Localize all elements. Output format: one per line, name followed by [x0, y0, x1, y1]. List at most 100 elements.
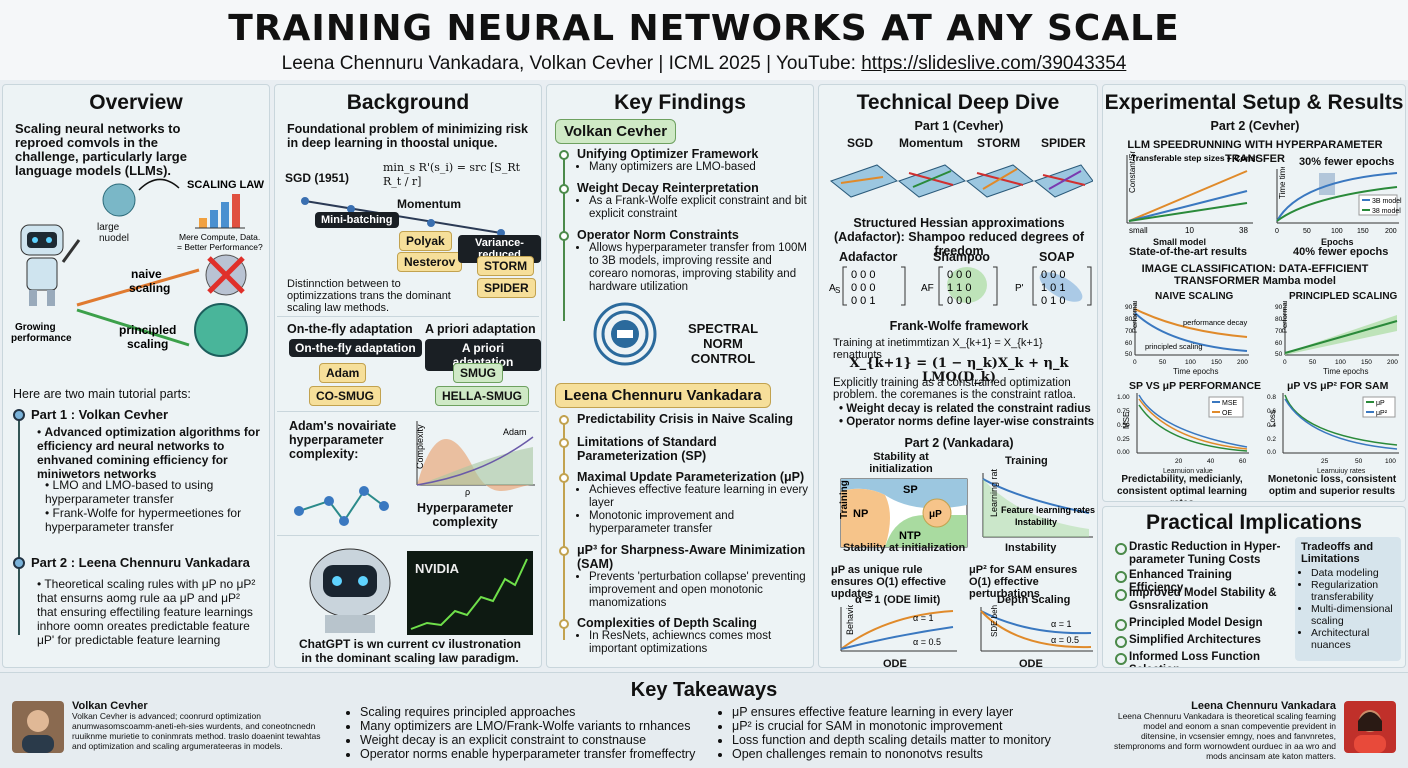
llm-transfer-chart: Transferable step sizes + Constraint rad… — [1126, 151, 1257, 235]
matrix-soap-label: SOAP — [1039, 250, 1075, 264]
youtube-link[interactable]: https://slideslive.com/39043354 — [861, 53, 1127, 74]
spectral-norm-label: SPECTRAL NORM CONTROL — [687, 321, 759, 366]
svg-text:50: 50 — [1125, 351, 1133, 358]
onfly-heading: On-the-fly adaptation — [287, 322, 413, 336]
svg-text:80: 80 — [1275, 316, 1283, 323]
svg-text:150: 150 — [1211, 359, 1222, 366]
svg-text:Behavior: Behavior — [845, 605, 855, 635]
learning-rate-chart: Learning rate Feature learning rates Ins… — [982, 469, 1095, 538]
finding-predictability: Predictability Crisis in Naive Scaling — [559, 412, 809, 426]
svg-text:150: 150 — [1361, 359, 1372, 366]
hp-complexity-label: Hyperparameter complexity — [417, 501, 513, 529]
tradeoffs-title: Tradeoffs and Limitations — [1301, 541, 1374, 565]
mup-sam-text: μP² for SAM ensures O(1) effective pertu… — [969, 564, 1078, 600]
svg-text:Constant/Small: Constant/Small — [1128, 151, 1137, 193]
ode-behavior-chart: α = 1 α = 0.5 Behavior — [840, 605, 957, 652]
fewer-40-caption: 40% fewer epochs — [1293, 246, 1389, 258]
svg-text:0: 0 — [1275, 228, 1279, 235]
takeaway-item: μP² is crucial for SAM in monotonic impr… — [732, 719, 1078, 733]
fw-weight-decay: • Weight decay is related the constraint… — [839, 403, 1091, 415]
svg-text:principled scaling: principled scaling — [1145, 342, 1203, 351]
fw-equation: X_{k+1} = (1 − η_k)X_k + η_k LMO(D_k) — [849, 356, 1069, 385]
part1-title: Part 1 : Volkan Cevher — [31, 407, 169, 422]
svg-text:0 1 0: 0 1 0 — [1041, 295, 1065, 307]
svg-text:50: 50 — [1309, 359, 1317, 366]
svg-text:60: 60 — [1125, 340, 1133, 347]
parts-timeline — [18, 415, 20, 635]
tradeoff-item: Regularization transferability — [1311, 579, 1399, 603]
svg-text:Time time: Time time — [1278, 167, 1287, 199]
svg-text:90: 90 — [1125, 304, 1133, 311]
svg-text:A: A — [829, 283, 836, 294]
takeaways-list-2: μP ensures effective feature learning in… — [718, 705, 1078, 761]
spectral-norm-icon — [593, 302, 657, 366]
svg-text:38: 38 — [1239, 226, 1248, 235]
part2-title: Part 2 : Leena Chennuru Vankadara — [31, 555, 250, 570]
svg-text:α = 0.5: α = 0.5 — [913, 637, 941, 647]
svg-text:MSE: MSE — [1222, 400, 1238, 407]
finding-operator-norm: Operator Norm Constraints Allows hyperpa… — [559, 228, 809, 294]
optimizer-timeline — [301, 197, 505, 237]
poster-title: TRAINING NEURAL NETWORKS AT ANY SCALE — [228, 8, 1180, 49]
parameterization-phase-diagram: SP NP μP NTP Training — [839, 478, 968, 548]
takeaways-title: Key Takeaways — [630, 679, 778, 701]
implications-panel: Practical Implications Drastic Reduction… — [1102, 506, 1406, 668]
naive-scaling-label: naive — [131, 267, 162, 281]
failed-network-icon — [205, 254, 247, 296]
implication-item: Simplified Architectures — [1115, 634, 1285, 648]
llm-speedrun-title: LLM SPEEDRUNNING WITH HYPERPARAMETER TRA… — [1127, 139, 1383, 165]
finding-weight-decay: Weight Decay Reinterpretation As a Frank… — [559, 181, 809, 221]
svg-text:Training: Training — [839, 480, 850, 519]
svg-text:0.00: 0.00 — [1117, 449, 1130, 456]
deepdive-part1: Part 1 (Cevher) — [914, 119, 1004, 133]
svg-text:ρ: ρ — [465, 487, 470, 497]
svg-text:nuodel: nuodel — [99, 233, 129, 244]
poster-header: TRAINING NEURAL NETWORKS AT ANY SCALE Le… — [0, 0, 1408, 80]
svg-text:Instability: Instability — [1015, 517, 1057, 527]
svg-text:AF: AF — [921, 283, 934, 294]
svg-text:20: 20 — [1175, 458, 1183, 465]
two-parts-intro: Here are two main tutorial parts: — [13, 387, 191, 401]
cosmug-tag: CO-SMUG — [309, 386, 381, 406]
fw-description: Explicitly training as a constrained opt… — [833, 377, 1076, 401]
scaling-illustration: large nuodel SCALING LAW Mere Compute, D… — [11, 178, 265, 357]
background-panel: Background Foundational problem of minim… — [274, 84, 542, 668]
volkan-tag: Volkan Cevher — [555, 119, 677, 144]
results-part2: Part 2 (Cevher) — [1210, 119, 1300, 133]
depth-scaling-title: Depth Scaling — [997, 594, 1071, 606]
alpha-ode-title: α = 1 (ODE limit) — [855, 594, 941, 606]
leena-avatar — [1344, 701, 1396, 753]
naive-scaling-chart: performance decay principled scaling Per… — [1125, 301, 1249, 366]
lr-training-label: Training — [1005, 455, 1048, 467]
svg-text:60: 60 — [1275, 340, 1283, 347]
implication-item: Improved Model Stability & Gsnsralizatio… — [1115, 587, 1285, 613]
svg-text:scaling: scaling — [127, 337, 168, 351]
volkan-avatar — [12, 701, 64, 753]
lr-rates-axis: Learnuiuy rates — [1317, 468, 1366, 475]
part1-description: • Advanced optimization algorithms for e… — [37, 425, 260, 481]
fewer-30-label: 30% fewer epochs — [1299, 156, 1395, 168]
svg-text:NP: NP — [853, 508, 868, 520]
authors-venue: Leena Chennuru Vankadara, Volkan Cevher … — [281, 53, 856, 74]
finding-unifying: Unifying Optimizer Framework Many optimi… — [559, 147, 809, 174]
svg-text:μP: μP — [1376, 400, 1385, 407]
method-spider: SPIDER — [1041, 136, 1086, 150]
svg-text:1 0 1: 1 0 1 — [1041, 282, 1065, 294]
svg-text:50: 50 — [1275, 351, 1283, 358]
onfly-tag: On-the-fly adaptation — [289, 339, 422, 357]
poster-subtitle: Leena Chennuru Vankadara, Volkan Cevher … — [0, 53, 1408, 75]
svg-text:70: 70 — [1125, 328, 1133, 335]
hyperparameter-graph-icon — [294, 486, 389, 526]
svg-text:0.0: 0.0 — [1267, 449, 1276, 456]
risk-formula: min_s R'(s_i) = src [S_Rt R_t / r] — [383, 161, 521, 188]
deepdive-part2: Part 2 (Vankadara) — [904, 436, 1014, 450]
part2-marker — [13, 557, 25, 569]
svg-text:0.50: 0.50 — [1117, 422, 1130, 429]
svg-text:α = 0.5: α = 0.5 — [1051, 635, 1079, 645]
svg-text:0 0 0: 0 0 0 — [851, 269, 875, 281]
svg-text:MSE: MSE — [1122, 412, 1131, 429]
part1-marker — [13, 409, 25, 421]
